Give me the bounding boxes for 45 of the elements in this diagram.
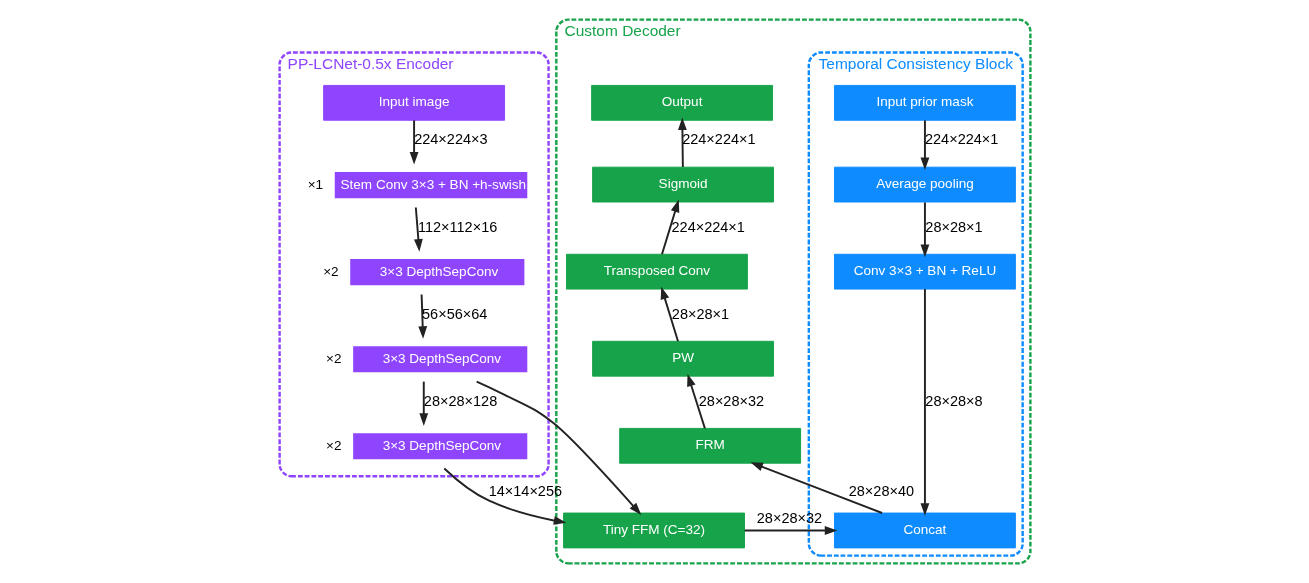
node-box: 3×3 DepthSepConv (352, 433, 527, 460)
node-box: FRM (618, 427, 801, 464)
arrow (413, 206, 423, 252)
arrow (920, 119, 929, 171)
arrow (475, 380, 641, 516)
arrow (749, 462, 883, 514)
node-box: Input image (322, 84, 505, 121)
node-label: ×2 (322, 263, 339, 279)
node-box: Concat (833, 512, 1016, 549)
edge-label: 28×28×8 (924, 392, 983, 409)
edge-label: 224×224×3 (413, 131, 488, 148)
edge-label: 14×14×256 (488, 482, 562, 499)
edge-label: 28×28×1 (924, 218, 983, 235)
arrow (409, 119, 418, 165)
edge-label: 112×112×16 (417, 218, 497, 235)
node-box: Input prior mask (833, 84, 1016, 121)
node-box: Tiny FFM (C=32) (562, 512, 745, 549)
arrow (660, 286, 679, 343)
node-box: Transposed Conv (565, 253, 748, 290)
edge-label: 28×28×1 (671, 305, 729, 322)
edge-label: 28×28×40 (848, 482, 914, 499)
edge-label: 28×28×32 (756, 509, 822, 526)
node-box: Output (590, 84, 773, 121)
arrow (660, 199, 679, 256)
node-box: Conv 3×3 + BN + ReLU (833, 253, 1016, 290)
node-box: Stem Conv 3×3 + BN +h-swish (334, 172, 527, 199)
node-box: PW (591, 340, 774, 377)
arrow (686, 373, 706, 430)
arrow (743, 526, 837, 535)
node-label: ×2 (325, 437, 341, 453)
arrow (418, 380, 428, 426)
arrow (920, 201, 929, 258)
arrow (442, 467, 566, 525)
node-box: Sigmoid (591, 166, 774, 203)
node-label: ×2 (325, 350, 341, 366)
arrow (920, 288, 929, 516)
node-box: Average pooling (833, 166, 1016, 203)
edge-label: 28×28×32 (698, 392, 764, 409)
node-box: 3×3 DepthSepConv (349, 259, 524, 286)
arrow (417, 293, 427, 339)
edge-label: 224×224×1 (681, 131, 756, 148)
edge-label: 224×224×1 (671, 218, 745, 235)
node-label: ×1 (307, 176, 323, 192)
arrow (677, 117, 687, 169)
node-box: 3×3 DepthSepConv (352, 346, 527, 373)
